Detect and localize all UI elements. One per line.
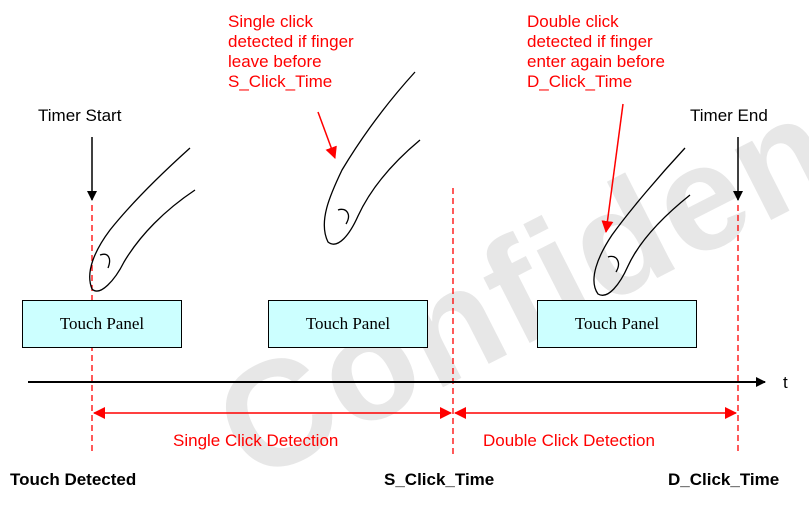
- double-note-arrow: [601, 103, 624, 233]
- touch-panel-2: Touch Panel: [268, 300, 428, 348]
- timer-start-label: Timer Start: [38, 106, 122, 125]
- double-click-detection-label: Double Click Detection: [483, 431, 655, 450]
- single-click-note: Single click detected if finger leave be…: [228, 12, 354, 91]
- double-click-note: Double click detected if finger enter ag…: [527, 12, 665, 91]
- touch-detected-label: Touch Detected: [10, 470, 137, 489]
- touch-panel-1: Touch Panel: [22, 300, 182, 348]
- finger-touching-icon: [89, 147, 196, 292]
- touch-panel-3: Touch Panel: [537, 300, 697, 348]
- single-note-arrow: [317, 111, 337, 159]
- diagram-graphics: [28, 71, 766, 455]
- timer-end-label: Timer End: [690, 106, 768, 125]
- touch-click-timing-diagram: Confidential: [10, 0, 809, 513]
- d-click-time-label: D_Click_Time: [668, 470, 780, 489]
- s-click-time-label: S_Click_Time: [384, 470, 495, 489]
- axis-t-label: t: [783, 373, 788, 392]
- single-click-detection-label: Single Click Detection: [173, 431, 339, 450]
- finger-lifted-icon: [323, 71, 421, 245]
- finger-retouch-icon: [593, 147, 691, 296]
